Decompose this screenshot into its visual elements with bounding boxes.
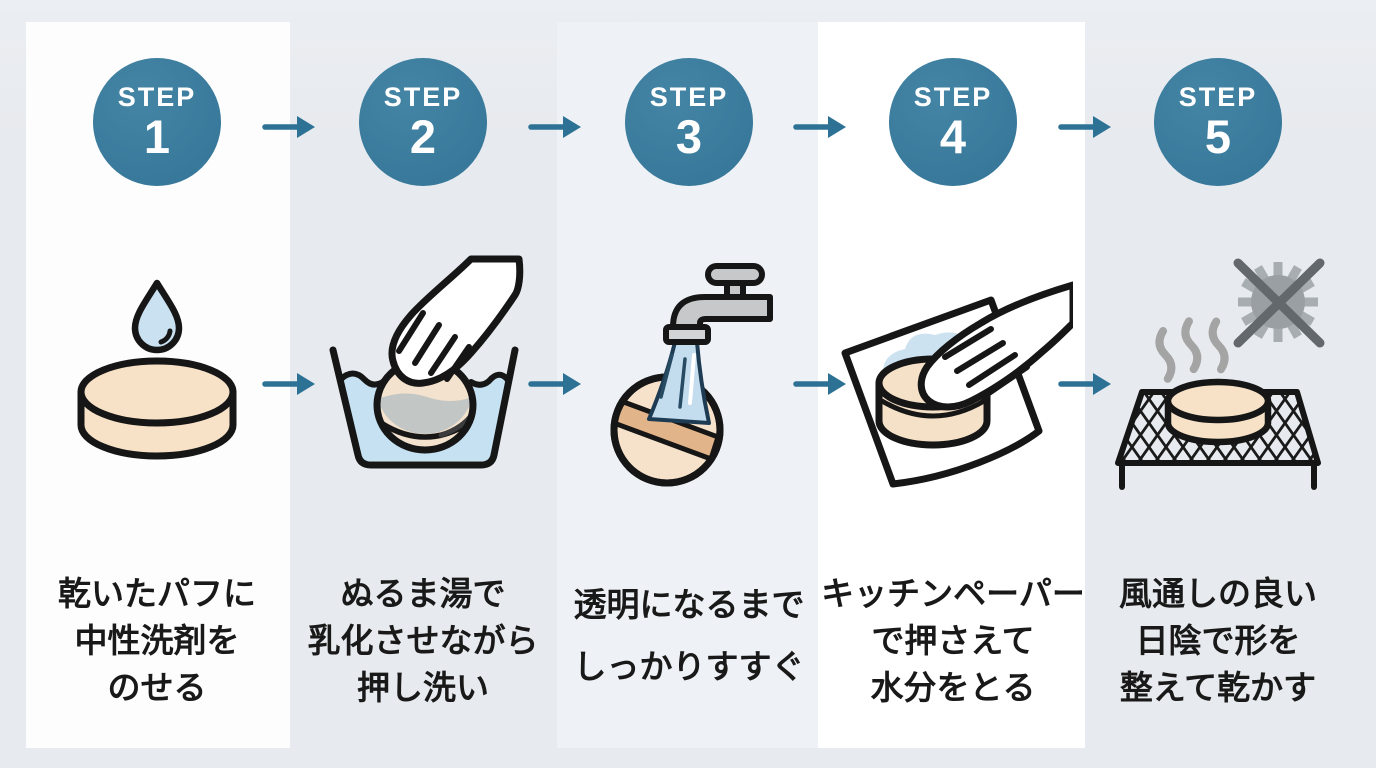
drying-puff-on-rack-no-sunlight-icon: [1098, 255, 1338, 505]
steam-icon: [1155, 317, 1229, 383]
rinsing-puff-under-faucet-icon: [569, 255, 809, 505]
arrow-right-icon: [1058, 369, 1114, 399]
step-2-column: STEP 2: [298, 0, 548, 768]
arrow-right-icon: [528, 369, 584, 399]
arrow-right-icon: [1058, 112, 1114, 142]
no-sun-icon: [1238, 262, 1318, 342]
step-badge-number: 3: [675, 110, 703, 163]
caption-line: 乳化させながら: [307, 622, 539, 659]
step-badge-label: STEP: [649, 82, 729, 112]
step-4-column: STEP 4 キッチンペーパ: [821, 0, 1085, 768]
step-1-column: STEP 1 乾いたパフに 中性洗剤を のせる: [32, 0, 282, 768]
step-caption: ぬるま湯で 乳化させながら 押し洗い: [273, 570, 573, 711]
caption-line: ぬるま湯で: [340, 575, 506, 612]
caption-line: 水分をとる: [870, 669, 1036, 706]
detergent-drop-on-dry-puff-icon: [37, 255, 277, 505]
step-caption: 透明になるまで しっかりすすぐ: [539, 574, 839, 698]
step-caption: 風通しの良い 日陰で形を 整えて乾かす: [1068, 570, 1368, 711]
step-badge: STEP 3: [625, 58, 753, 186]
step-badge-number: 4: [939, 110, 967, 163]
step-caption: 乾いたパフに 中性洗剤を のせる: [7, 570, 307, 711]
caption-line: 乾いたパフに: [58, 575, 256, 612]
step-badge: STEP 2: [359, 58, 487, 186]
step-badge-number: 5: [1204, 110, 1232, 163]
arrow-right-icon: [262, 112, 318, 142]
arrow-right-icon: [793, 112, 849, 142]
step-badge-label: STEP: [117, 82, 197, 112]
pressing-puff-with-kitchen-paper-icon: [833, 255, 1077, 505]
caption-line: 風通しの良い: [1119, 575, 1317, 612]
step-3-column: STEP 3: [564, 0, 814, 768]
caption-line: キッチンペーパー: [821, 575, 1085, 612]
caption-line: 押し洗い: [357, 669, 489, 706]
caption-line: 中性洗剤を: [74, 622, 240, 659]
step-badge-number: 1: [143, 110, 171, 163]
step-badge-label: STEP: [913, 82, 993, 112]
step-badge-label: STEP: [1178, 82, 1258, 112]
arrow-right-icon: [262, 369, 318, 399]
caption-line: しっかりすすぐ: [573, 648, 805, 685]
step-badge: STEP 4: [889, 58, 1017, 186]
caption-line: 日陰で形を: [1135, 622, 1301, 659]
step-5-column: STEP 5: [1093, 0, 1343, 768]
step-badge: STEP 5: [1154, 58, 1282, 186]
step-badge: STEP 1: [93, 58, 221, 186]
step-badge-label: STEP: [383, 82, 463, 112]
caption-line: 透明になるまで: [573, 586, 805, 623]
caption-line: 整えて乾かす: [1119, 669, 1317, 706]
step-badge-number: 2: [409, 110, 437, 163]
arrow-right-icon: [793, 369, 849, 399]
step-caption: キッチンペーパー で押さえて 水分をとる: [803, 570, 1103, 711]
caption-line: のせる: [107, 669, 207, 706]
arrow-right-icon: [528, 112, 584, 142]
hand-press-washing-puff-in-basin-icon: [303, 255, 543, 505]
caption-line: で押さえて: [871, 622, 1035, 659]
